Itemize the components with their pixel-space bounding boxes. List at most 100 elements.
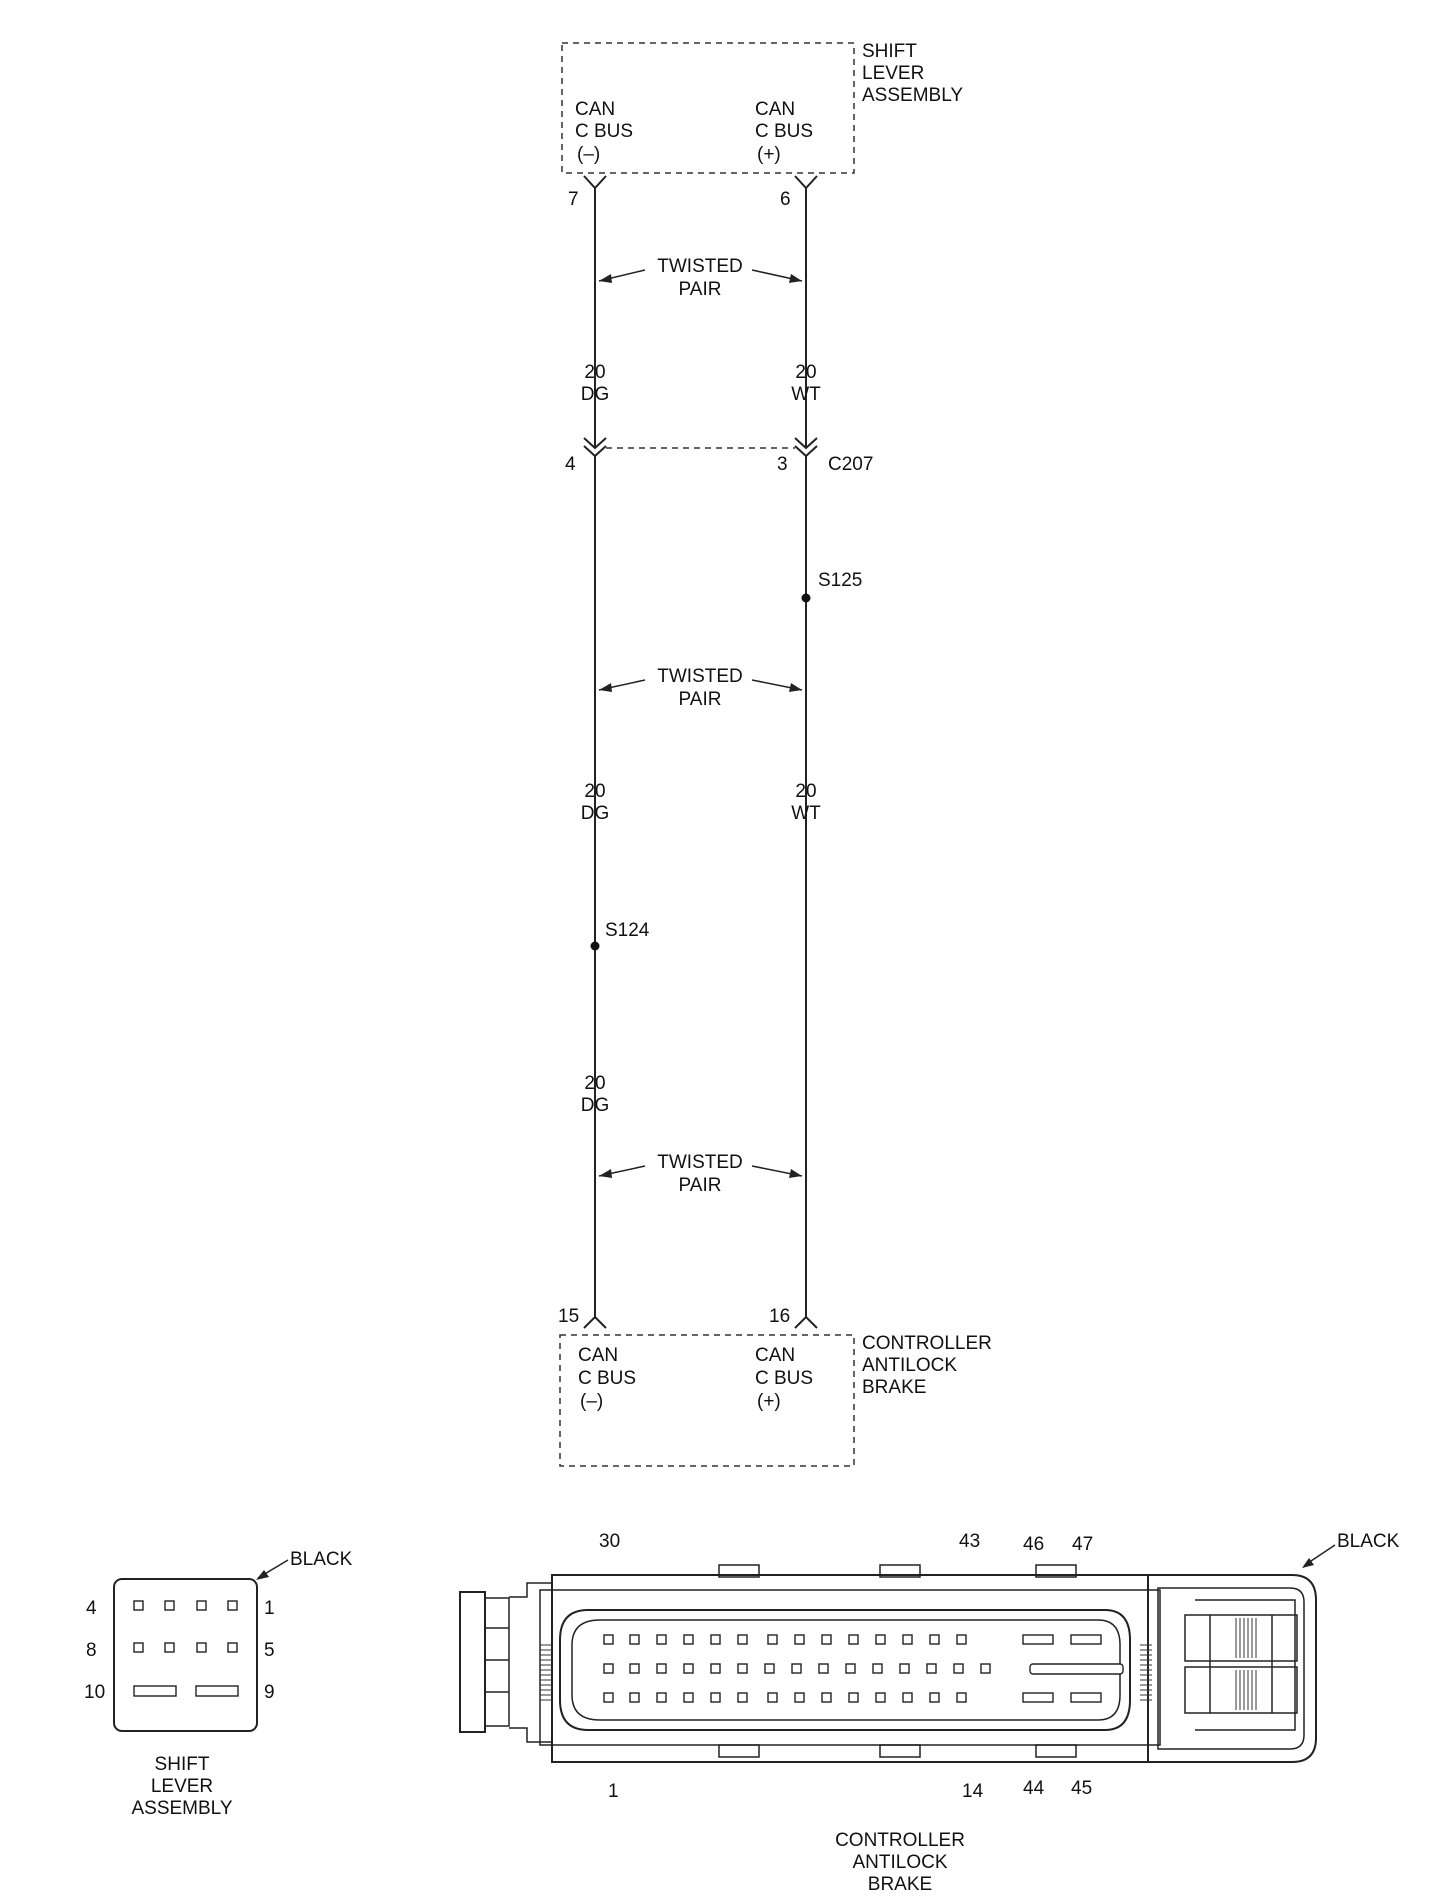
abs-connector-pin bbox=[710, 1634, 721, 1645]
abs-connector-pins bbox=[603, 1634, 991, 1703]
shift-pin-pos-line-2: C BUS bbox=[755, 121, 813, 142]
twisted-pair-2-arrow-right bbox=[789, 683, 802, 692]
shift-connector-pin-10: 10 bbox=[84, 1682, 105, 1703]
c207-name: C207 bbox=[828, 454, 873, 475]
shift-module-title-2: LEVER bbox=[862, 63, 924, 84]
abs-connector-pin bbox=[902, 1634, 913, 1645]
splice-s125-label: S125 bbox=[818, 570, 862, 591]
abs-pin-pos-terminal bbox=[794, 1315, 818, 1329]
shift-connector-pin-wide bbox=[195, 1685, 239, 1697]
shift-connector-pin-5: 5 bbox=[264, 1640, 275, 1661]
shift-connector-pin-9: 9 bbox=[264, 1682, 275, 1703]
abs-connector-pin bbox=[710, 1692, 721, 1703]
abs-connector-pin bbox=[656, 1692, 667, 1703]
abs-connector-pin bbox=[656, 1663, 667, 1674]
abs-connector-view: 30 43 46 47 1 14 44 45 BLACK CONTROLLER … bbox=[459, 1531, 1400, 1895]
twisted-pair-3-arrow-left bbox=[599, 1169, 612, 1178]
wire-wt-color-2: WT bbox=[791, 803, 821, 824]
abs-connector-caption-3: BRAKE bbox=[868, 1874, 932, 1895]
abs-connector-pin bbox=[656, 1634, 667, 1645]
twisted-pair-1-arrow-right bbox=[789, 274, 802, 283]
abs-pin-neg-line-3: (–) bbox=[580, 1391, 603, 1412]
abs-pin-neg-number: 15 bbox=[558, 1306, 579, 1327]
shift-connector-caption-3: ASSEMBLY bbox=[131, 1798, 232, 1819]
twisted-pair-3-arrow-right bbox=[789, 1169, 802, 1178]
abs-connector-key bbox=[1035, 1564, 1077, 1578]
shift-connector-pin bbox=[196, 1600, 207, 1611]
abs-module-title-1: CONTROLLER bbox=[862, 1333, 992, 1354]
abs-module-title-3: BRAKE bbox=[862, 1377, 926, 1398]
abs-connector-latch-housing bbox=[1148, 1574, 1317, 1763]
shift-pin-pos-line-1: CAN bbox=[755, 99, 795, 120]
abs-pin-neg-terminal bbox=[583, 1315, 607, 1329]
abs-connector-pin bbox=[821, 1692, 832, 1703]
shift-connector-pin bbox=[133, 1600, 144, 1611]
shift-connector-pin-1: 1 bbox=[264, 1598, 275, 1619]
shift-connector-pin bbox=[227, 1642, 238, 1653]
abs-connector-pin-large bbox=[1070, 1692, 1102, 1703]
abs-connector-color-arrow bbox=[1302, 1558, 1314, 1568]
abs-connector-pin bbox=[767, 1634, 778, 1645]
abs-connector-pin-large bbox=[1022, 1692, 1054, 1703]
abs-connector-pin bbox=[872, 1663, 883, 1674]
abs-connector-pin bbox=[980, 1663, 991, 1674]
abs-connector-pin bbox=[710, 1663, 721, 1674]
abs-connector-key bbox=[718, 1744, 760, 1758]
shift-connector-body bbox=[113, 1578, 258, 1732]
splice-s124-dot bbox=[590, 941, 600, 951]
c207-pin-3-symbol bbox=[794, 437, 818, 458]
wires bbox=[594, 188, 807, 1318]
twisted-pair-3-line-1: TWISTED bbox=[657, 1152, 743, 1173]
splice-s125-dot bbox=[801, 593, 811, 603]
shift-pin-neg-line-3: (–) bbox=[577, 144, 600, 165]
abs-connector-pin bbox=[767, 1692, 778, 1703]
wire-dg-gauge-2: 20 bbox=[584, 781, 605, 802]
twisted-pair-3: TWISTED PAIR bbox=[598, 1152, 803, 1196]
twisted-pair-3-line-2: PAIR bbox=[679, 1175, 722, 1196]
abs-connector-key bbox=[718, 1564, 760, 1578]
abs-connector-color: BLACK bbox=[1337, 1531, 1400, 1552]
abs-connector-pin bbox=[875, 1692, 886, 1703]
abs-connector-pin bbox=[848, 1634, 859, 1645]
abs-connector-pin bbox=[683, 1692, 694, 1703]
shift-pin-pos-line-3: (+) bbox=[757, 144, 781, 165]
twisted-pair-2-line-1: TWISTED bbox=[657, 666, 743, 687]
shift-connector-view: 4 1 8 5 10 9 BLACK SHIFT LEVER ASSEMBLY bbox=[84, 1549, 353, 1819]
wire-dg-color-1: DG bbox=[581, 384, 610, 405]
twisted-pair-2: TWISTED PAIR bbox=[598, 666, 803, 710]
shift-pin-neg-line-1: CAN bbox=[575, 99, 615, 120]
wire-dg-color-3: DG bbox=[581, 1095, 610, 1116]
shift-module-title-1: SHIFT bbox=[862, 41, 917, 62]
abs-connector-pin-1: 1 bbox=[608, 1781, 619, 1802]
shift-connector-pin bbox=[227, 1600, 238, 1611]
shift-pin-neg-number: 7 bbox=[568, 189, 579, 210]
abs-connector-pin bbox=[764, 1663, 775, 1674]
abs-connector-pin bbox=[737, 1634, 748, 1645]
abs-connector-pin bbox=[899, 1663, 910, 1674]
abs-module: 15 16 CONTROLLER ANTILOCK BRAKE CAN C BU… bbox=[558, 1306, 992, 1467]
shift-connector-color-arrow bbox=[256, 1570, 269, 1580]
abs-connector-pin bbox=[603, 1634, 614, 1645]
wire-dg-color-2: DG bbox=[581, 803, 610, 824]
abs-connector-pin bbox=[794, 1634, 805, 1645]
abs-connector-pin bbox=[848, 1692, 859, 1703]
abs-connector-pin-large bbox=[1022, 1634, 1054, 1645]
abs-connector-pin bbox=[956, 1634, 967, 1645]
twisted-pair-2-line-2: PAIR bbox=[679, 689, 722, 710]
twisted-pair-2-arrow-left bbox=[599, 683, 612, 692]
abs-connector-pin-14: 14 bbox=[962, 1781, 984, 1802]
shift-connector-pin-8: 8 bbox=[86, 1640, 97, 1661]
abs-module-box bbox=[559, 1334, 855, 1467]
abs-connector-pin bbox=[737, 1663, 748, 1674]
c207-pin-left: 4 bbox=[565, 454, 576, 475]
abs-connector-pin bbox=[629, 1663, 640, 1674]
abs-connector-pin bbox=[683, 1663, 694, 1674]
abs-connector-cavity bbox=[559, 1609, 1131, 1731]
abs-connector-pin bbox=[737, 1692, 748, 1703]
abs-connector-pin bbox=[956, 1692, 967, 1703]
abs-connector-pin bbox=[875, 1634, 886, 1645]
shift-connector-pin bbox=[164, 1600, 175, 1611]
wire-wt-color-1: WT bbox=[791, 384, 821, 405]
shift-pin-neg-line-2: C BUS bbox=[575, 121, 633, 142]
abs-connector-pin-47: 47 bbox=[1072, 1534, 1093, 1555]
